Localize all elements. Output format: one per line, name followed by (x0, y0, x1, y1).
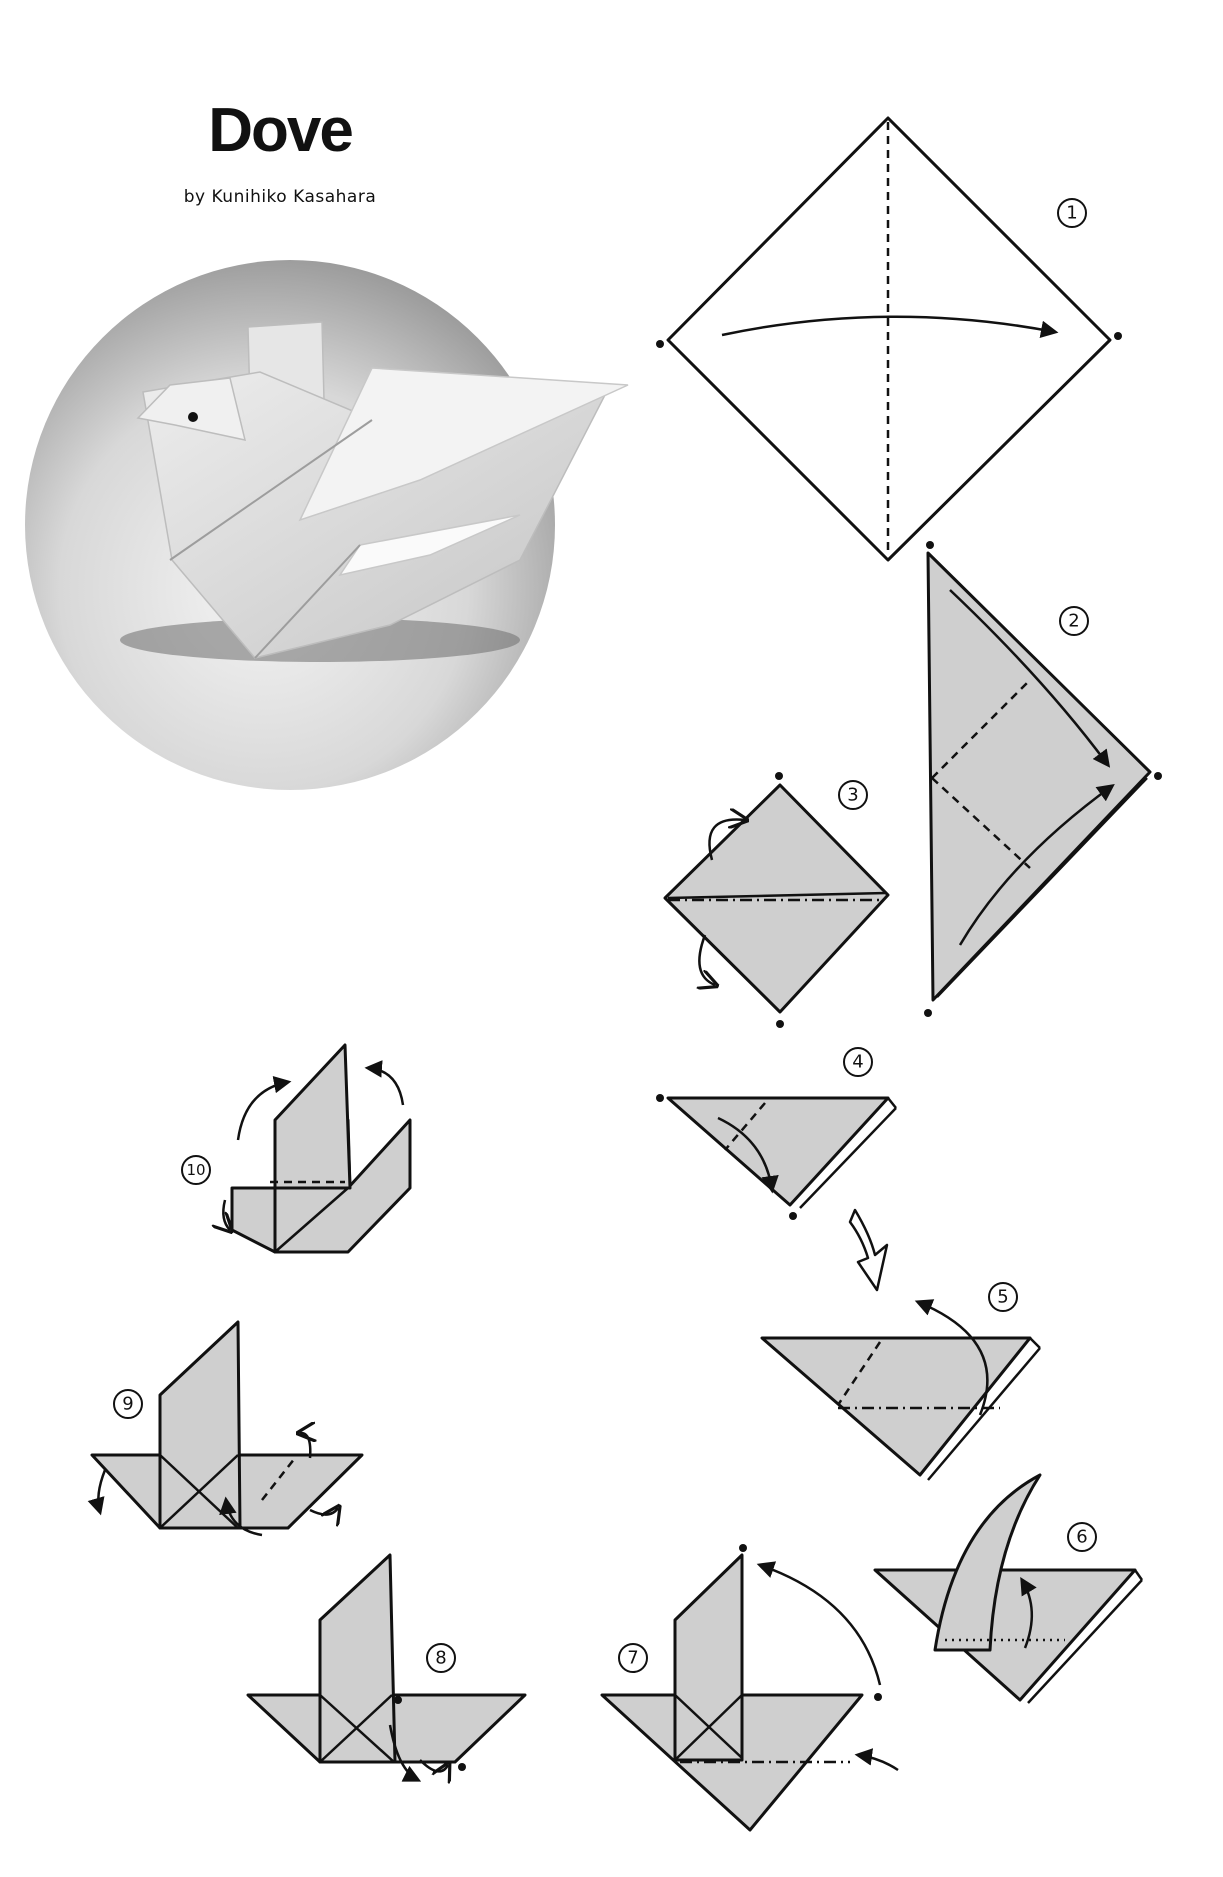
step-2-label: 2 (1059, 606, 1089, 636)
step-6: 6 (873, 1473, 1144, 1704)
step-7-number: 7 (627, 1648, 638, 1669)
step-9: 9 (87, 1320, 364, 1537)
step-10-label: 10 (181, 1155, 211, 1185)
step-8-number: 8 (435, 1648, 446, 1669)
step-3-label: 3 (838, 780, 868, 810)
author-credit: by Kunihiko Kasahara (183, 187, 377, 207)
step-1-label: 1 (1057, 198, 1087, 228)
step-5: 5 (760, 1282, 1041, 1481)
step-4: 4 (656, 1047, 897, 1220)
step-6-number: 6 (1076, 1527, 1087, 1548)
step-10: 10 (181, 1043, 412, 1254)
finished-dove-photo (25, 260, 629, 790)
step-2: 2 (924, 541, 1162, 1017)
page-title: Dove (208, 96, 354, 165)
step-7-label: 7 (618, 1643, 648, 1673)
step-4-number: 4 (852, 1052, 863, 1073)
step-8: 8 (246, 1553, 527, 1780)
step-8-label: 8 (426, 1643, 456, 1673)
step-1: 1 (656, 116, 1122, 562)
step-4-label: 4 (843, 1047, 873, 1077)
step-6-label: 6 (1067, 1522, 1097, 1552)
step-5-label: 5 (988, 1282, 1018, 1312)
step-2-number: 2 (1068, 611, 1079, 632)
step-9-label: 9 (113, 1389, 143, 1419)
step-9-number: 9 (122, 1394, 133, 1415)
step-3: 3 (663, 772, 890, 1028)
step-7: 7 (600, 1544, 899, 1832)
step-3-number: 3 (847, 785, 858, 806)
step-10-number: 10 (186, 1161, 205, 1179)
turn-over-arrow (848, 1208, 889, 1292)
step-1-number: 1 (1066, 203, 1077, 224)
step-5-number: 5 (997, 1287, 1008, 1308)
